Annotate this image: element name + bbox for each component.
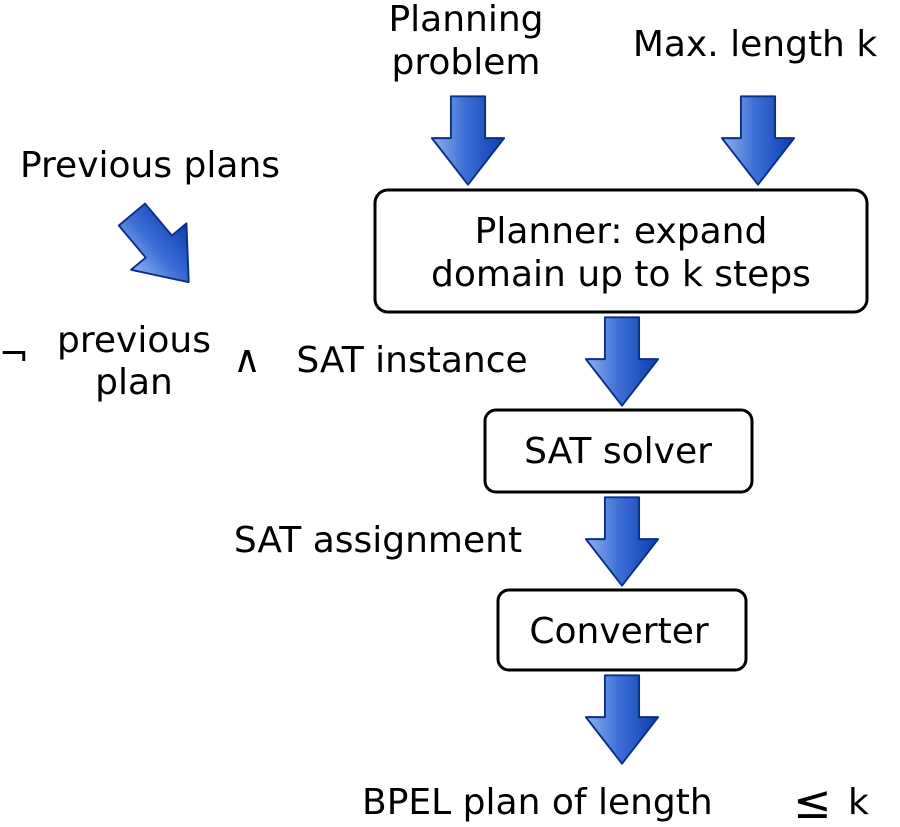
planner-label-line2: domain up to k steps [431,254,811,295]
negation-symbol: ¬ [0,334,29,375]
planning-problem-label-line2: problem [392,42,541,83]
sat-instance-label: SAT instance [296,340,527,381]
arrow-length-to-planner [720,95,796,186]
previous-plan-label-line1: previous [57,320,211,361]
planning-problem-label-line1: Planning [388,0,543,40]
previous-plan-label-line2: plan [95,362,173,403]
arrow-solver-to-converter [584,496,660,587]
arrow-planner-to-solver [584,316,660,407]
arrow-converter-to-output [584,674,660,765]
converter-label: Converter [529,611,708,652]
max-length-label: Max. length k [633,24,878,65]
bpel-plan-label: BPEL plan of length [362,782,713,823]
planner-label-line1: Planner: expand [475,211,768,252]
converter-box [496,588,748,672]
sat-solver-label: SAT solver [524,431,712,472]
sat-solver-box [483,408,754,494]
output-k-label: k [848,782,869,823]
planner-box [373,188,869,314]
arrow-previous-plans [103,190,218,307]
and-symbol: ∧ [233,337,261,381]
leq-symbol: ≤ [793,775,832,827]
previous-plans-label: Previous plans [20,145,280,186]
sat-assignment-label: SAT assignment [234,520,522,561]
arrow-problem-to-planner [430,95,506,186]
